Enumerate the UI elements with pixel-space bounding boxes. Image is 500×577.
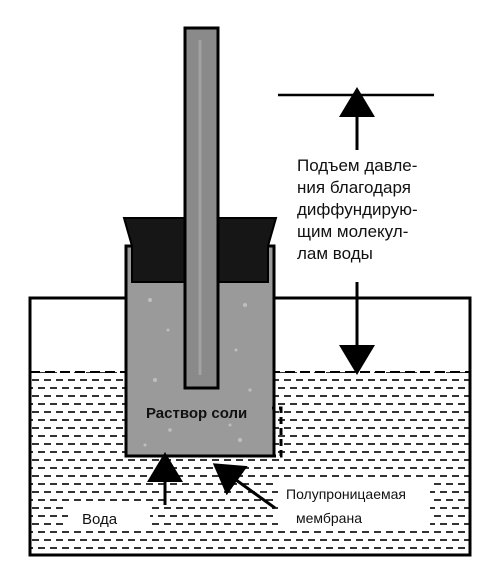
solution-texture [143, 298, 252, 447]
membrane-label-line: мембрана [296, 510, 362, 526]
water-label: Вода [82, 511, 118, 528]
membrane-label-line: Полупроницаемая [286, 486, 406, 502]
pressure-label-line: Подъем давле- [297, 156, 417, 175]
pressure-label-line: щим молекул- [297, 222, 408, 241]
water-label-bg [68, 505, 150, 531]
pressure-label: Подъем давле- ния благодаря диффундирую-… [297, 156, 418, 263]
membrane-outline [126, 406, 283, 458]
pressure-label-line: диффундирую- [297, 200, 418, 219]
membrane-label-bg [278, 482, 430, 530]
pressure-label-line: лам воды [297, 244, 373, 263]
pressure-label-line: ния благодаря [297, 178, 411, 197]
membrane-pointer-arrow [212, 463, 276, 510]
solution-label: Раствор соли [146, 405, 247, 422]
